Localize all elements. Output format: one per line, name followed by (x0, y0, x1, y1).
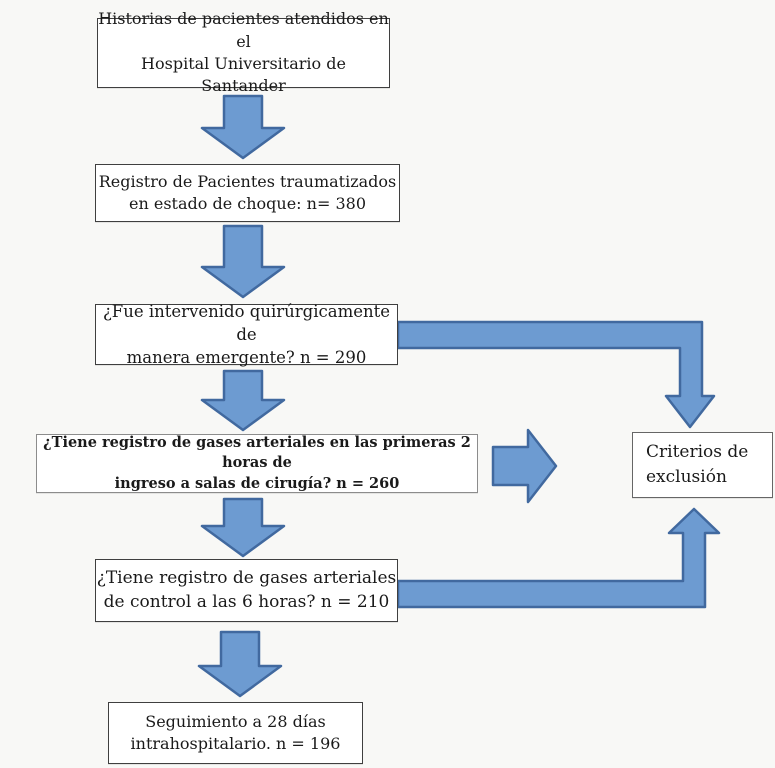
box-gases-6h-line1: ¿Tiene registro de gases arteriales (96, 567, 397, 588)
box-registro-line2: en estado de choque: n= 380 (129, 194, 366, 213)
down-arrow-icon (200, 94, 286, 160)
box-seguimiento-line2: intrahospitalario. n = 196 (130, 734, 341, 753)
box-registro-line1: Registro de Pacientes traumatizados (98, 171, 397, 191)
right-arrow-icon (491, 428, 558, 504)
box-intervenido-line2: manera emergente? n = 290 (126, 348, 367, 368)
box-gases-6h: ¿Tiene registro de gases arteriales de c… (95, 559, 398, 622)
down-arrow-icon (200, 369, 286, 432)
box-historias: Historias de pacientes atendidos en el H… (97, 9, 390, 95)
box-seguimiento-line1: Seguimiento a 28 días (145, 711, 326, 731)
box-criterios-line2: exclusión (646, 467, 727, 487)
down-arrow-icon (197, 630, 283, 698)
box-intervenido: ¿Fue intervenido quirúrgicamente de mane… (95, 302, 398, 367)
elbow-connector-to-exclusion-bottom (396, 507, 721, 609)
box-registro: Registro de Pacientes traumatizados en e… (95, 164, 400, 222)
box-gases-2h-line1: ¿Tiene registro de gases arteriales en l… (43, 434, 471, 472)
down-arrow-icon (200, 224, 286, 299)
box-seguimiento: Seguimiento a 28 días intrahospitalario.… (108, 702, 363, 764)
box-criterios-line1: Criterios de (646, 441, 749, 462)
box-gases-2h-line2: ingreso a salas de cirugía? n = 260 (114, 474, 400, 492)
box-historias-line1: Historias de pacientes atendidos en el (98, 9, 389, 51)
box-criterios-exclusion: Criterios de exclusión (632, 432, 773, 498)
box-intervenido-line1: ¿Fue intervenido quirúrgicamente de (102, 301, 391, 344)
box-gases-6h-line2: de control a las 6 horas? n = 210 (103, 591, 390, 612)
elbow-connector-to-exclusion-top (396, 320, 716, 429)
down-arrow-icon (200, 497, 286, 558)
box-historias-line2: Hospital Universitario de Santander (141, 54, 346, 96)
box-gases-2h: ¿Tiene registro de gases arteriales en l… (36, 434, 478, 493)
